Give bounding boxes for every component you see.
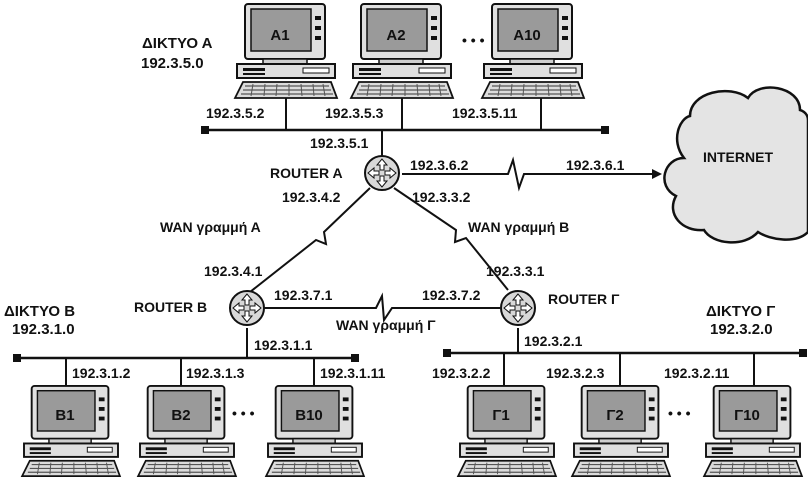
- host-ip: 192.3.1.3: [186, 365, 245, 381]
- host-b10[interactable]: B10: [265, 384, 365, 478]
- bus-terminator: [799, 349, 807, 357]
- ellipsis: • • •: [462, 32, 485, 48]
- router-a[interactable]: [364, 155, 400, 191]
- network-a: ΔΙΚΤΥΟ Α 192.3.5.0 A1 A2 • • • A10 192.3…: [141, 3, 609, 156]
- host-ip: 192.3.2.2: [432, 365, 491, 381]
- host-g2[interactable]: Γ2: [571, 384, 671, 478]
- bus-terminator: [201, 126, 209, 134]
- wan-link-b: [393, 187, 509, 291]
- wan-b-name: WAN γραμμή Β: [468, 219, 569, 235]
- host-ip: 192.3.2.3: [546, 365, 605, 381]
- router-a-name: ROUTER A: [270, 165, 343, 181]
- host-label: B2: [171, 407, 190, 424]
- internet-link: [402, 156, 662, 192]
- wan-a-ip-router-a: 192.3.4.2: [282, 189, 341, 205]
- bus-terminator: [601, 126, 609, 134]
- wan-g-ip-router-g: 192.3.7.2: [422, 287, 481, 303]
- network-b-address: 192.3.1.0: [12, 321, 75, 338]
- host-label: A1: [270, 27, 289, 44]
- wan-link-a: [249, 187, 371, 293]
- network-g-address: 192.3.2.0: [710, 321, 773, 338]
- host-ip: 192.3.5.2: [206, 105, 265, 121]
- network-g: ΔΙΚΤΥΟ Γ 192.3.2.0 192.3.2.1 192.3.2.2 1…: [432, 303, 807, 478]
- host-ip: 192.3.1.2: [72, 365, 131, 381]
- internet-link-internet-ip: 192.3.6.1: [566, 157, 625, 173]
- host-ip: 192.3.2.11: [664, 365, 730, 381]
- host-a2[interactable]: A2: [350, 3, 454, 99]
- host-label: A10: [513, 27, 541, 44]
- host-a10[interactable]: A10: [481, 3, 585, 99]
- host-label: Γ10: [734, 407, 760, 424]
- host-label: Γ1: [492, 407, 509, 424]
- network-b-name: ΔΙΚΤΥΟ Β: [4, 303, 75, 320]
- host-b1[interactable]: B1: [21, 384, 121, 478]
- ellipsis: • • •: [232, 405, 255, 421]
- wan-b-ip-router-g: 192.3.3.1: [486, 263, 545, 279]
- wan-a-name: WAN γραμμή Α: [160, 219, 261, 235]
- wan-link-g: [264, 292, 500, 323]
- ellipsis: • • •: [668, 405, 691, 421]
- host-label: B10: [295, 407, 323, 424]
- router-b[interactable]: [229, 290, 265, 326]
- internet-label: INTERNET: [703, 149, 773, 165]
- host-label: A2: [386, 27, 405, 44]
- router-lan-ip: 192.3.5.1: [310, 135, 369, 151]
- host-ip: 192.3.5.3: [325, 105, 384, 121]
- network-a-address: 192.3.5.0: [141, 55, 204, 72]
- bus-terminator: [13, 354, 21, 362]
- host-a1[interactable]: A1: [234, 3, 338, 99]
- host-ip: 192.3.5.11: [452, 105, 518, 121]
- internet-cloud: INTERNET: [663, 86, 808, 244]
- router-lan-ip: 192.3.1.1: [254, 337, 313, 353]
- host-ip: 192.3.1.11: [320, 365, 386, 381]
- network-g-name: ΔΙΚΤΥΟ Γ: [706, 303, 775, 320]
- wan-b-ip-router-a: 192.3.3.2: [412, 189, 471, 205]
- host-label: Γ2: [606, 407, 623, 424]
- internet-link-router-ip: 192.3.6.2: [410, 157, 469, 173]
- bus-terminator: [351, 354, 359, 362]
- wan-g-name: WAN γραμμή Γ: [336, 317, 436, 333]
- wan-g-ip-router-b: 192.3.7.1: [274, 287, 333, 303]
- host-b2[interactable]: B2: [137, 384, 237, 478]
- router-g-name: ROUTER Γ: [548, 291, 620, 307]
- router-g[interactable]: [500, 290, 536, 326]
- network-a-name: ΔΙΚΤΥΟ Α: [142, 35, 213, 52]
- network-b: ΔΙΚΤΥΟ Β 192.3.1.0 192.3.1.1 192.3.1.2 1…: [4, 303, 386, 478]
- router-lan-ip: 192.3.2.1: [524, 333, 583, 349]
- wan-a-ip-router-b: 192.3.4.1: [204, 263, 263, 279]
- router-b-name: ROUTER B: [134, 299, 207, 315]
- bus-terminator: [443, 349, 451, 357]
- host-g1[interactable]: Γ1: [457, 384, 557, 478]
- host-label: B1: [55, 407, 74, 424]
- host-g10[interactable]: Γ10: [703, 384, 803, 478]
